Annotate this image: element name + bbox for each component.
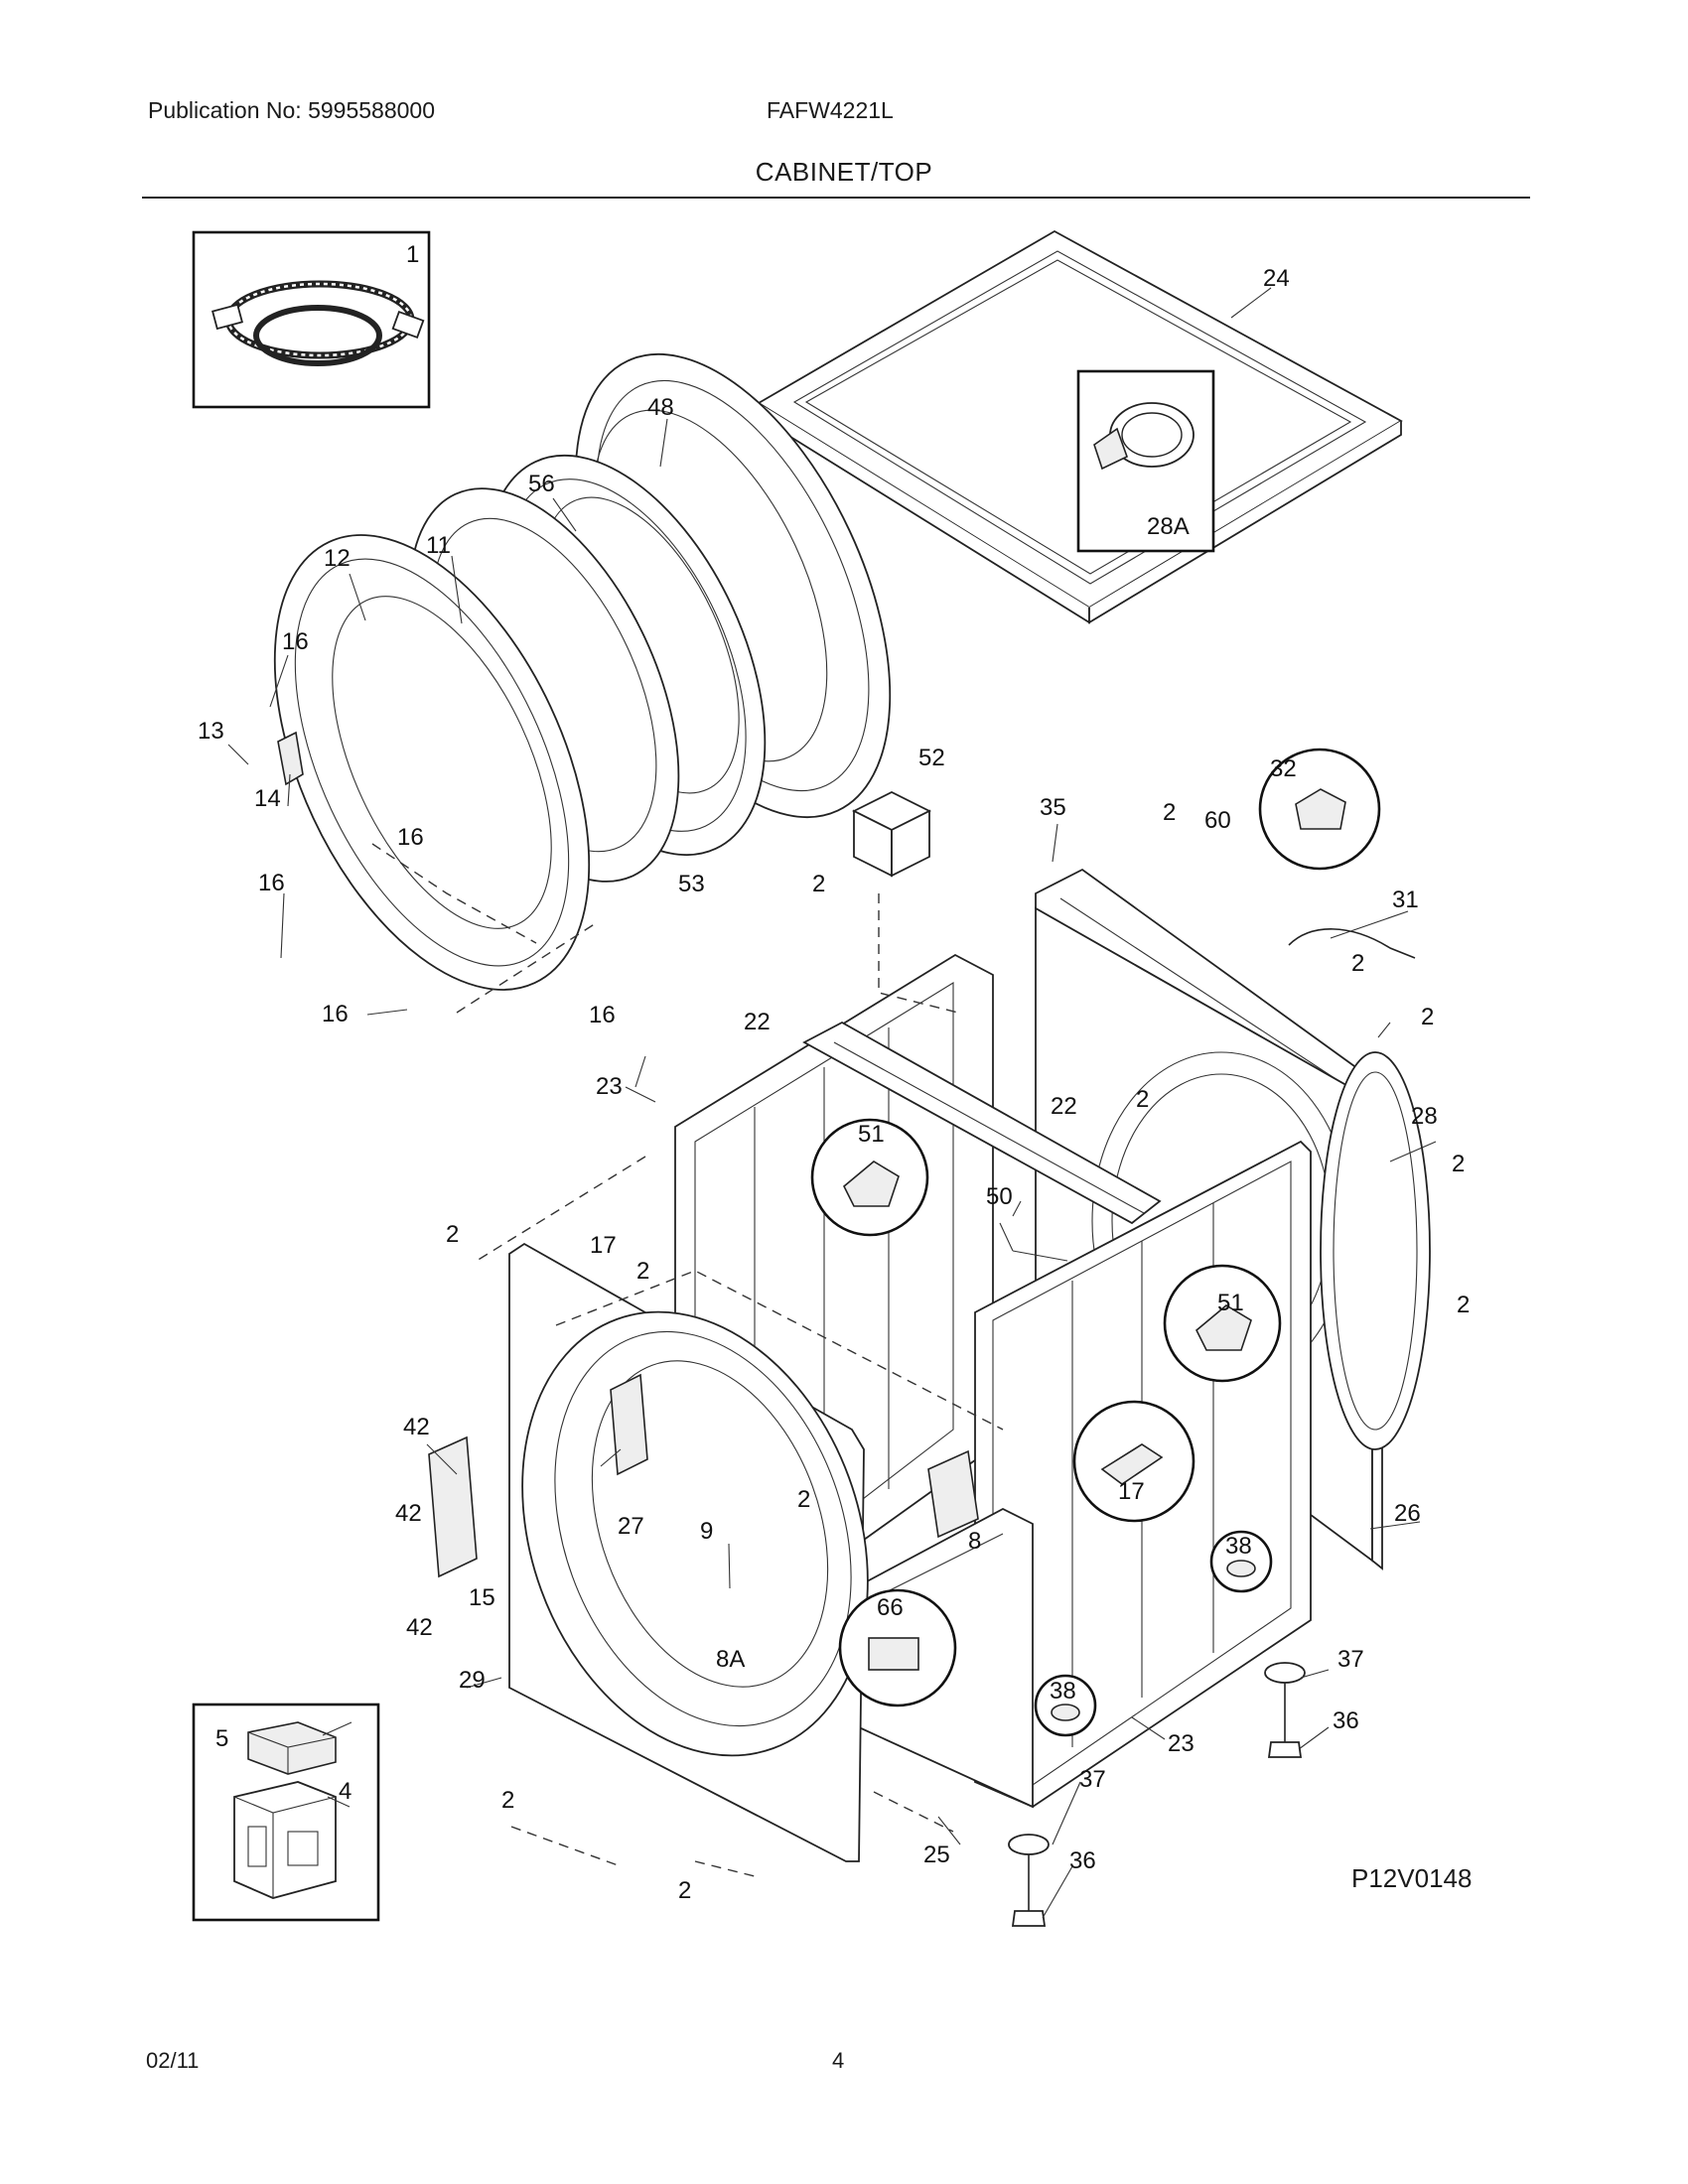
leader-lines [227,287,1437,1919]
callout-60: 60 [1204,807,1231,834]
callout-15: 15 [469,1584,495,1611]
power-cord [1288,928,1416,959]
assembly-lines [371,843,1004,1877]
callout-12: 12 [324,545,351,572]
callout-2-f: 2 [1452,1151,1465,1177]
door-outer-ring [273,534,591,991]
cabinet-spacer-block [851,790,932,878]
section-title: CABINET/TOP [755,157,933,187]
callout-66: 66 [877,1594,904,1621]
callout-22-a: 22 [744,1009,771,1035]
callout-27: 27 [618,1513,644,1540]
callout-38-b: 38 [1050,1678,1076,1705]
callout-23-b: 23 [1168,1730,1195,1757]
callout-17-b: 17 [1118,1478,1145,1505]
callout-51-b: 51 [1217,1290,1244,1316]
callout-2-b: 2 [1351,950,1364,977]
callout-2-l: 2 [678,1877,691,1904]
callout-38-a: 38 [1225,1533,1252,1560]
callout-4: 4 [339,1778,352,1805]
callout-24: 24 [1263,265,1290,292]
callout-2-d: 2 [812,871,825,897]
callout-13: 13 [198,718,224,745]
callout-36-a: 36 [1333,1707,1359,1734]
door-strike [428,1435,478,1578]
detail-leg-bracket-51-left [810,1118,929,1237]
callout-29: 29 [459,1667,486,1694]
callout-52: 52 [918,745,945,771]
detail-switch-66 [838,1588,957,1707]
cabinet-front-panel [508,1242,869,1862]
callout-1: 1 [406,241,419,268]
inset-inlet-hose [192,230,431,409]
callout-2-c: 2 [1421,1004,1434,1030]
rear-cover [1320,1051,1431,1570]
callout-16-d: 16 [322,1001,349,1027]
header-rule [142,197,1530,199]
callout-42-b: 42 [395,1500,422,1527]
callout-labels: 1 24 48 56 12 11 16 13 14 16 16 16 16 53… [198,241,1470,1904]
callout-5: 5 [215,1725,228,1752]
door-lock [610,1373,648,1476]
leveling-leg-front [1008,1834,1050,1927]
door-hinge [277,731,304,786]
leveling-leg-rear [1264,1662,1306,1758]
callout-28: 28 [1411,1103,1438,1130]
callout-16-c: 16 [258,870,285,896]
detail-fitting-17 [1072,1400,1196,1523]
callout-26: 26 [1394,1500,1421,1527]
callout-14: 14 [254,785,281,812]
callout-17-a: 17 [590,1232,617,1259]
callout-2-g: 2 [446,1221,459,1248]
callout-35: 35 [1040,794,1066,821]
callout-25: 25 [923,1842,950,1868]
callout-50: 50 [986,1183,1013,1210]
inlet-hose-drawing [211,280,425,366]
top-cross-brace [802,1021,1162,1225]
callout-16-b: 16 [397,824,424,851]
callout-31: 31 [1392,887,1419,913]
callout-2-j: 2 [797,1486,810,1513]
inset-control-board [192,1703,380,1922]
callout-37-b: 37 [1079,1766,1106,1793]
model-number: FAFW4221L [767,97,894,123]
callout-8A: 8A [716,1646,745,1673]
publication-number: Publication No: 5995588000 [148,97,436,123]
footer-date: 02/11 [146,2048,200,2073]
callout-32: 32 [1270,755,1297,782]
callout-28A: 28A [1147,513,1190,540]
callout-11: 11 [426,532,451,559]
callout-16-a: 16 [282,628,309,655]
detail-leg-bracket-51-right [1163,1264,1282,1383]
callout-22-b: 22 [1051,1093,1077,1120]
detail-power-cord-32 [1258,748,1381,871]
callout-16-e: 16 [589,1002,616,1028]
callout-37-a: 37 [1337,1646,1364,1673]
callout-56: 56 [528,471,555,497]
callout-2-k: 2 [501,1787,514,1814]
callout-36-b: 36 [1069,1847,1096,1874]
callout-42-a: 42 [403,1414,430,1440]
callout-9: 9 [700,1518,713,1545]
callout-8: 8 [968,1528,981,1555]
inset-hose-clamp [1076,369,1215,553]
callout-2-e: 2 [1136,1086,1149,1113]
callout-23-a: 23 [596,1073,623,1100]
callout-42-c: 42 [406,1614,433,1641]
callout-53: 53 [678,871,705,897]
footer-page-number: 4 [832,2048,845,2073]
callout-2-h: 2 [636,1258,649,1285]
detail-grommet-38-front [1034,1674,1097,1737]
callout-51-a: 51 [858,1121,885,1148]
detail-grommet-38-rear [1209,1530,1273,1593]
callout-2-a: 2 [1163,799,1176,826]
callout-48: 48 [647,394,674,421]
pressure-switch [927,1449,979,1539]
callout-2-i: 2 [1457,1292,1470,1318]
diagram-code: P12V0148 [1351,1863,1473,1893]
